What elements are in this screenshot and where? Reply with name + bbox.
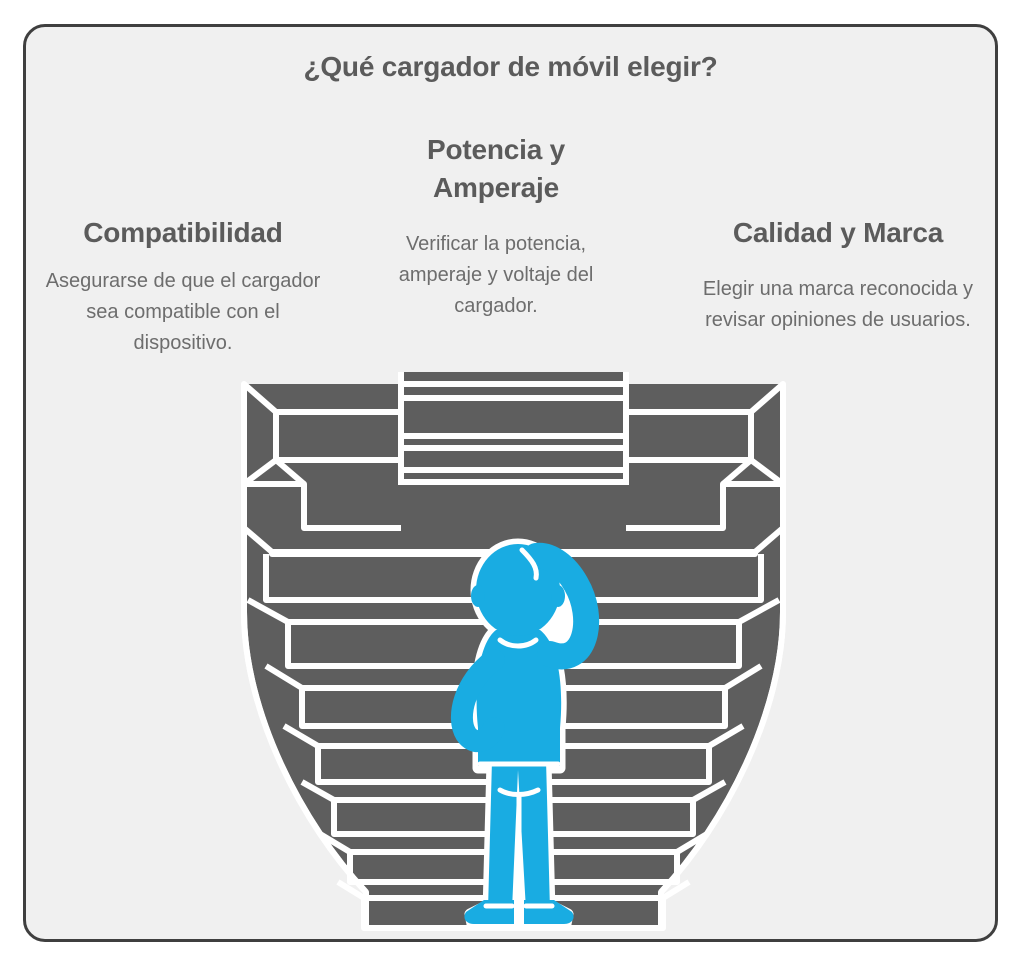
person-ear-left (471, 585, 485, 607)
person-hair-detail (519, 547, 539, 581)
wing-step-2 (244, 457, 783, 531)
person-arm-akimbo (450, 649, 505, 753)
column-body-compatibilidad: Asegurarse de que el cargador sea compat… (45, 270, 321, 355)
column-body-potencia: Verificar la potencia, amperaje y voltaj… (398, 233, 594, 318)
person-ear-right (551, 585, 565, 607)
staircase-illustration (241, 372, 786, 931)
person-legs (488, 760, 550, 910)
staircase-inner-flanks (241, 611, 786, 895)
column-potencia: Potencia y Amperaje Verificar la potenci… (362, 131, 630, 322)
central-tower-steps (398, 381, 629, 485)
column-calidad: Calidad y Marca Elegir una marca reconoc… (690, 214, 986, 336)
column-body-calidad: Elegir una marca reconocida y revisar op… (702, 278, 974, 332)
central-tower-block (401, 372, 626, 482)
page-title: ¿Qué cargador de móvil elegir? (303, 51, 718, 82)
infographic-card: ¿Qué cargador de móvil elegir? Compatibi… (23, 24, 998, 942)
person-figure (450, 538, 600, 930)
person-collar (497, 637, 539, 649)
column-compatibilidad: Compatibilidad Asegurarse de que el carg… (38, 214, 328, 359)
column-heading-calidad: Calidad y Marca (732, 217, 944, 248)
column-heading-potencia: Potencia y Amperaje (426, 134, 566, 204)
person-arm-raised (523, 542, 600, 670)
column-heading-compatibilidad: Compatibilidad (83, 217, 283, 248)
